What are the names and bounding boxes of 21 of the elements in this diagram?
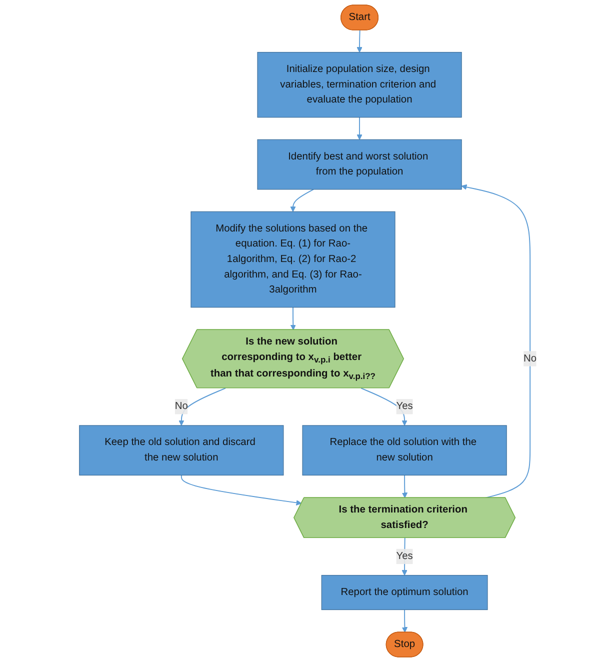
edge-label: No <box>174 400 188 412</box>
arrow <box>402 609 408 633</box>
arrow <box>178 388 226 426</box>
node-box: Replace the old solution with the new solution <box>302 425 507 476</box>
arrow <box>356 30 362 53</box>
edge-label: Yes <box>396 400 413 412</box>
node-box: Identify best and worst solution from the population <box>257 139 462 190</box>
arrow <box>290 306 296 330</box>
arrow <box>402 474 408 498</box>
arrow <box>360 388 408 426</box>
node-box: Keep the old solution and discard the new solution <box>79 425 284 476</box>
node-box: Report the optimum solution <box>321 574 488 610</box>
arrow <box>180 474 302 506</box>
node-box: Initialize population size, design variables, termination criterion and evaluate the population <box>257 52 462 118</box>
arrow <box>356 116 362 140</box>
node-box: Modify the solutions based on the equation. Eq. (1) for Rao-1algorithm, Eq. (2) for Rao-2 algorithm, and Eq. (3) for Rao-3algorithm <box>190 211 396 308</box>
arrow <box>290 188 314 212</box>
edge-label: No <box>524 352 537 364</box>
arrow <box>461 184 531 498</box>
arrow <box>402 538 408 576</box>
edge-label: Yes <box>396 550 413 562</box>
